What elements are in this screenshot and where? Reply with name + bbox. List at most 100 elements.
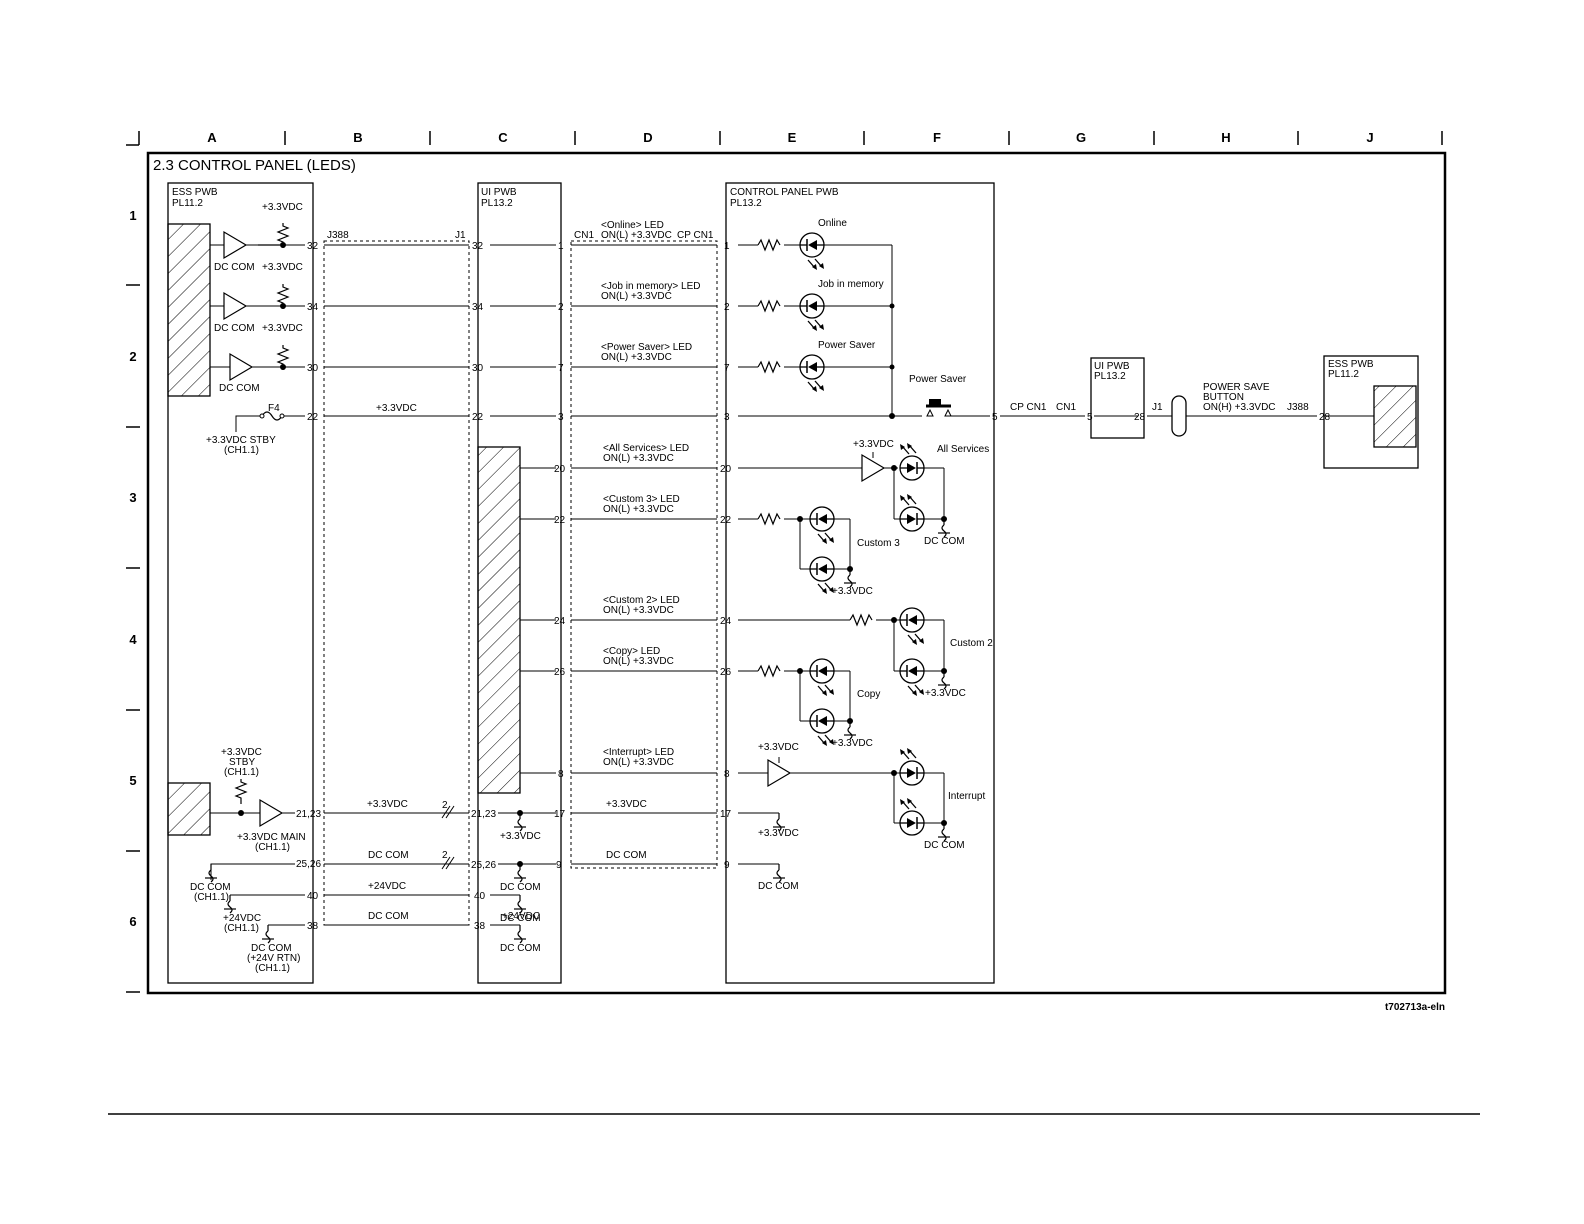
zone-row-4: 4 [129, 632, 137, 647]
zone-col-H: H [1221, 130, 1230, 145]
svg-text:9: 9 [724, 860, 730, 871]
svg-text:+3.3VDC: +3.3VDC [262, 323, 303, 334]
zone-col-C: C [498, 130, 508, 145]
svg-text:DC COM: DC COM [924, 840, 965, 851]
power-saver-button-switch: Power Saver 5 CP CN1 CN1 5 UI PWB PL13.2… [909, 355, 1419, 469]
zone-row-5: 5 [129, 773, 136, 788]
svg-text:+3.3VDC: +3.3VDC [376, 403, 417, 414]
zone-ruler-left [126, 284, 140, 993]
harness-ui-cp [570, 240, 718, 869]
zone-col-F: F [933, 130, 941, 145]
svg-text:DC COM: DC COM [219, 383, 260, 394]
svg-text:+3.3VDC: +3.3VDC [606, 799, 647, 810]
svg-text:DC COM: DC COM [368, 850, 409, 861]
svg-text:1: 1 [558, 241, 564, 252]
svg-text:+3.3VDC: +3.3VDC [262, 202, 303, 213]
ess-pwb-ref: PL11.2 [172, 198, 203, 209]
svg-text:28: 28 [1134, 412, 1146, 423]
cp-pwb-ref: PL13.2 [730, 198, 762, 209]
svg-text:DC COM: DC COM [500, 943, 541, 954]
svg-text:+3.3VDC: +3.3VDC [221, 747, 262, 758]
signal-as-name: <All Services> LED [603, 443, 689, 454]
svg-text:5: 5 [992, 412, 998, 423]
svg-text:Power Saver: Power Saver [909, 374, 967, 385]
zone-row-labels: 1 2 3 4 5 6 [129, 208, 137, 929]
connector-j388: J388 [327, 230, 349, 241]
svg-text:30: 30 [472, 363, 484, 374]
signal-job-in-memory: 34 34 2 2 <Job in memory> LED ON(L) +3.3… [210, 279, 895, 332]
signal-power-saver: 30 30 7 7 <Power Saver> LED ON(L) +3.3VD… [210, 340, 895, 393]
signal-online-name: <Online> LED [601, 220, 664, 231]
svg-text:(CH1.1): (CH1.1) [224, 767, 259, 778]
svg-text:5: 5 [1087, 412, 1093, 423]
zone-col-A: A [207, 130, 217, 145]
svg-text:17: 17 [720, 809, 732, 820]
zone-col-E: E [788, 130, 797, 145]
svg-text:1: 1 [724, 241, 730, 252]
signal-c2-name: <Custom 2> LED [603, 595, 680, 606]
zone-row-6: 6 [129, 914, 136, 929]
svg-text:(CH1.1): (CH1.1) [194, 892, 229, 903]
signal-interrupt: 8 8 +3.3VDC DC COM Interrupt <Interrupt>… [520, 742, 985, 851]
svg-text:DC COM: DC COM [190, 882, 231, 893]
svg-text:ESS PWB: ESS PWB [1328, 359, 1374, 370]
ess-pwb-board: ESS PWB PL11.2 [167, 182, 314, 984]
svg-text:+3.3VDC: +3.3VDC [367, 799, 408, 810]
led-online-label: Online [818, 218, 847, 229]
svg-text:17: 17 [554, 809, 566, 820]
ess-pwb-name: ESS PWB [172, 187, 218, 198]
svg-text:DC COM: DC COM [500, 882, 541, 893]
svg-text:Custom 3: Custom 3 [857, 538, 900, 549]
svg-text:(+24V RTN): (+24V RTN) [247, 953, 300, 964]
svg-text:DC COM: DC COM [924, 536, 965, 547]
signal-copy: 26 26 +3.3VDC Copy <Copy> LED ON(L) +3.3… [520, 646, 880, 749]
svg-text:J388: J388 [1287, 402, 1309, 413]
svg-text:F4: F4 [268, 403, 280, 414]
zone-row-2: 2 [129, 349, 136, 364]
svg-text:34: 34 [307, 302, 319, 313]
svg-text:22: 22 [472, 412, 484, 423]
svg-text:+3.3VDC STBY: +3.3VDC STBY [206, 435, 276, 446]
ess-ic-block-top [167, 223, 211, 397]
svg-text:+3.3VDC MAIN: +3.3VDC MAIN [237, 832, 306, 843]
svg-text:PL13.2: PL13.2 [1094, 371, 1126, 382]
svg-text:30: 30 [307, 363, 319, 374]
cp-pwb-name: CONTROL PANEL PWB [730, 187, 839, 198]
svg-text:+3.3VDC: +3.3VDC [262, 262, 303, 273]
svg-text:DC COM: DC COM [500, 913, 541, 924]
svg-text:2: 2 [442, 800, 448, 811]
svg-text:BUTTON: BUTTON [1203, 392, 1244, 403]
svg-text:Custom 2: Custom 2 [950, 638, 993, 649]
ui-pwb-ref: PL13.2 [481, 198, 513, 209]
svg-text:9: 9 [556, 860, 562, 871]
svg-text:+3.3VDC: +3.3VDC [925, 688, 966, 699]
svg-text:+3.3VDC: +3.3VDC [758, 742, 799, 753]
svg-text:+3.3VDC: +3.3VDC [832, 586, 873, 597]
svg-text:+24VDC: +24VDC [502, 911, 540, 922]
signal-custom2: 24 24 +3.3VDC Custom 2 <Custom 2> LED ON… [520, 595, 993, 699]
svg-text:(CH1.1): (CH1.1) [255, 842, 290, 853]
svg-text:CN1: CN1 [1056, 402, 1076, 413]
zone-col-D: D [643, 130, 652, 145]
signal-copy-state: ON(L) +3.3VDC [603, 656, 674, 667]
led-job-label: Job in memory [818, 279, 884, 290]
svg-text:40: 40 [307, 891, 319, 902]
svg-text:28: 28 [1319, 412, 1331, 423]
svg-text:+3.3VDC: +3.3VDC [832, 738, 873, 749]
svg-text:2: 2 [558, 302, 564, 313]
signal-all-services: 20 20 +3.3VDC DC COM All Services <All S… [520, 439, 989, 547]
svg-text:20: 20 [554, 464, 566, 475]
svg-text:DC COM: DC COM [251, 943, 292, 954]
svg-text:26: 26 [554, 667, 566, 678]
svg-text:20: 20 [720, 464, 732, 475]
svg-text:DC COM: DC COM [214, 262, 255, 273]
ess-stby-main-supply: +3.3VDC STBY (CH1.1) 21,23 +3.3VDC 2 21,… [190, 747, 799, 974]
svg-text:+3.3VDC: +3.3VDC [853, 439, 894, 450]
signal-c2-state: ON(L) +3.3VDC [603, 605, 674, 616]
signal-ps-state: ON(L) +3.3VDC [601, 352, 672, 363]
svg-text:All Services: All Services [937, 444, 989, 455]
control-panel-pwb-board: CONTROL PANEL PWB PL13.2 [725, 182, 995, 984]
connector-cp-cn1: CP CN1 [677, 230, 714, 241]
stby-supply-line: F4 22 +3.3VDC 22 3 3 +3.3VDC STBY (CH1.1… [206, 403, 922, 456]
